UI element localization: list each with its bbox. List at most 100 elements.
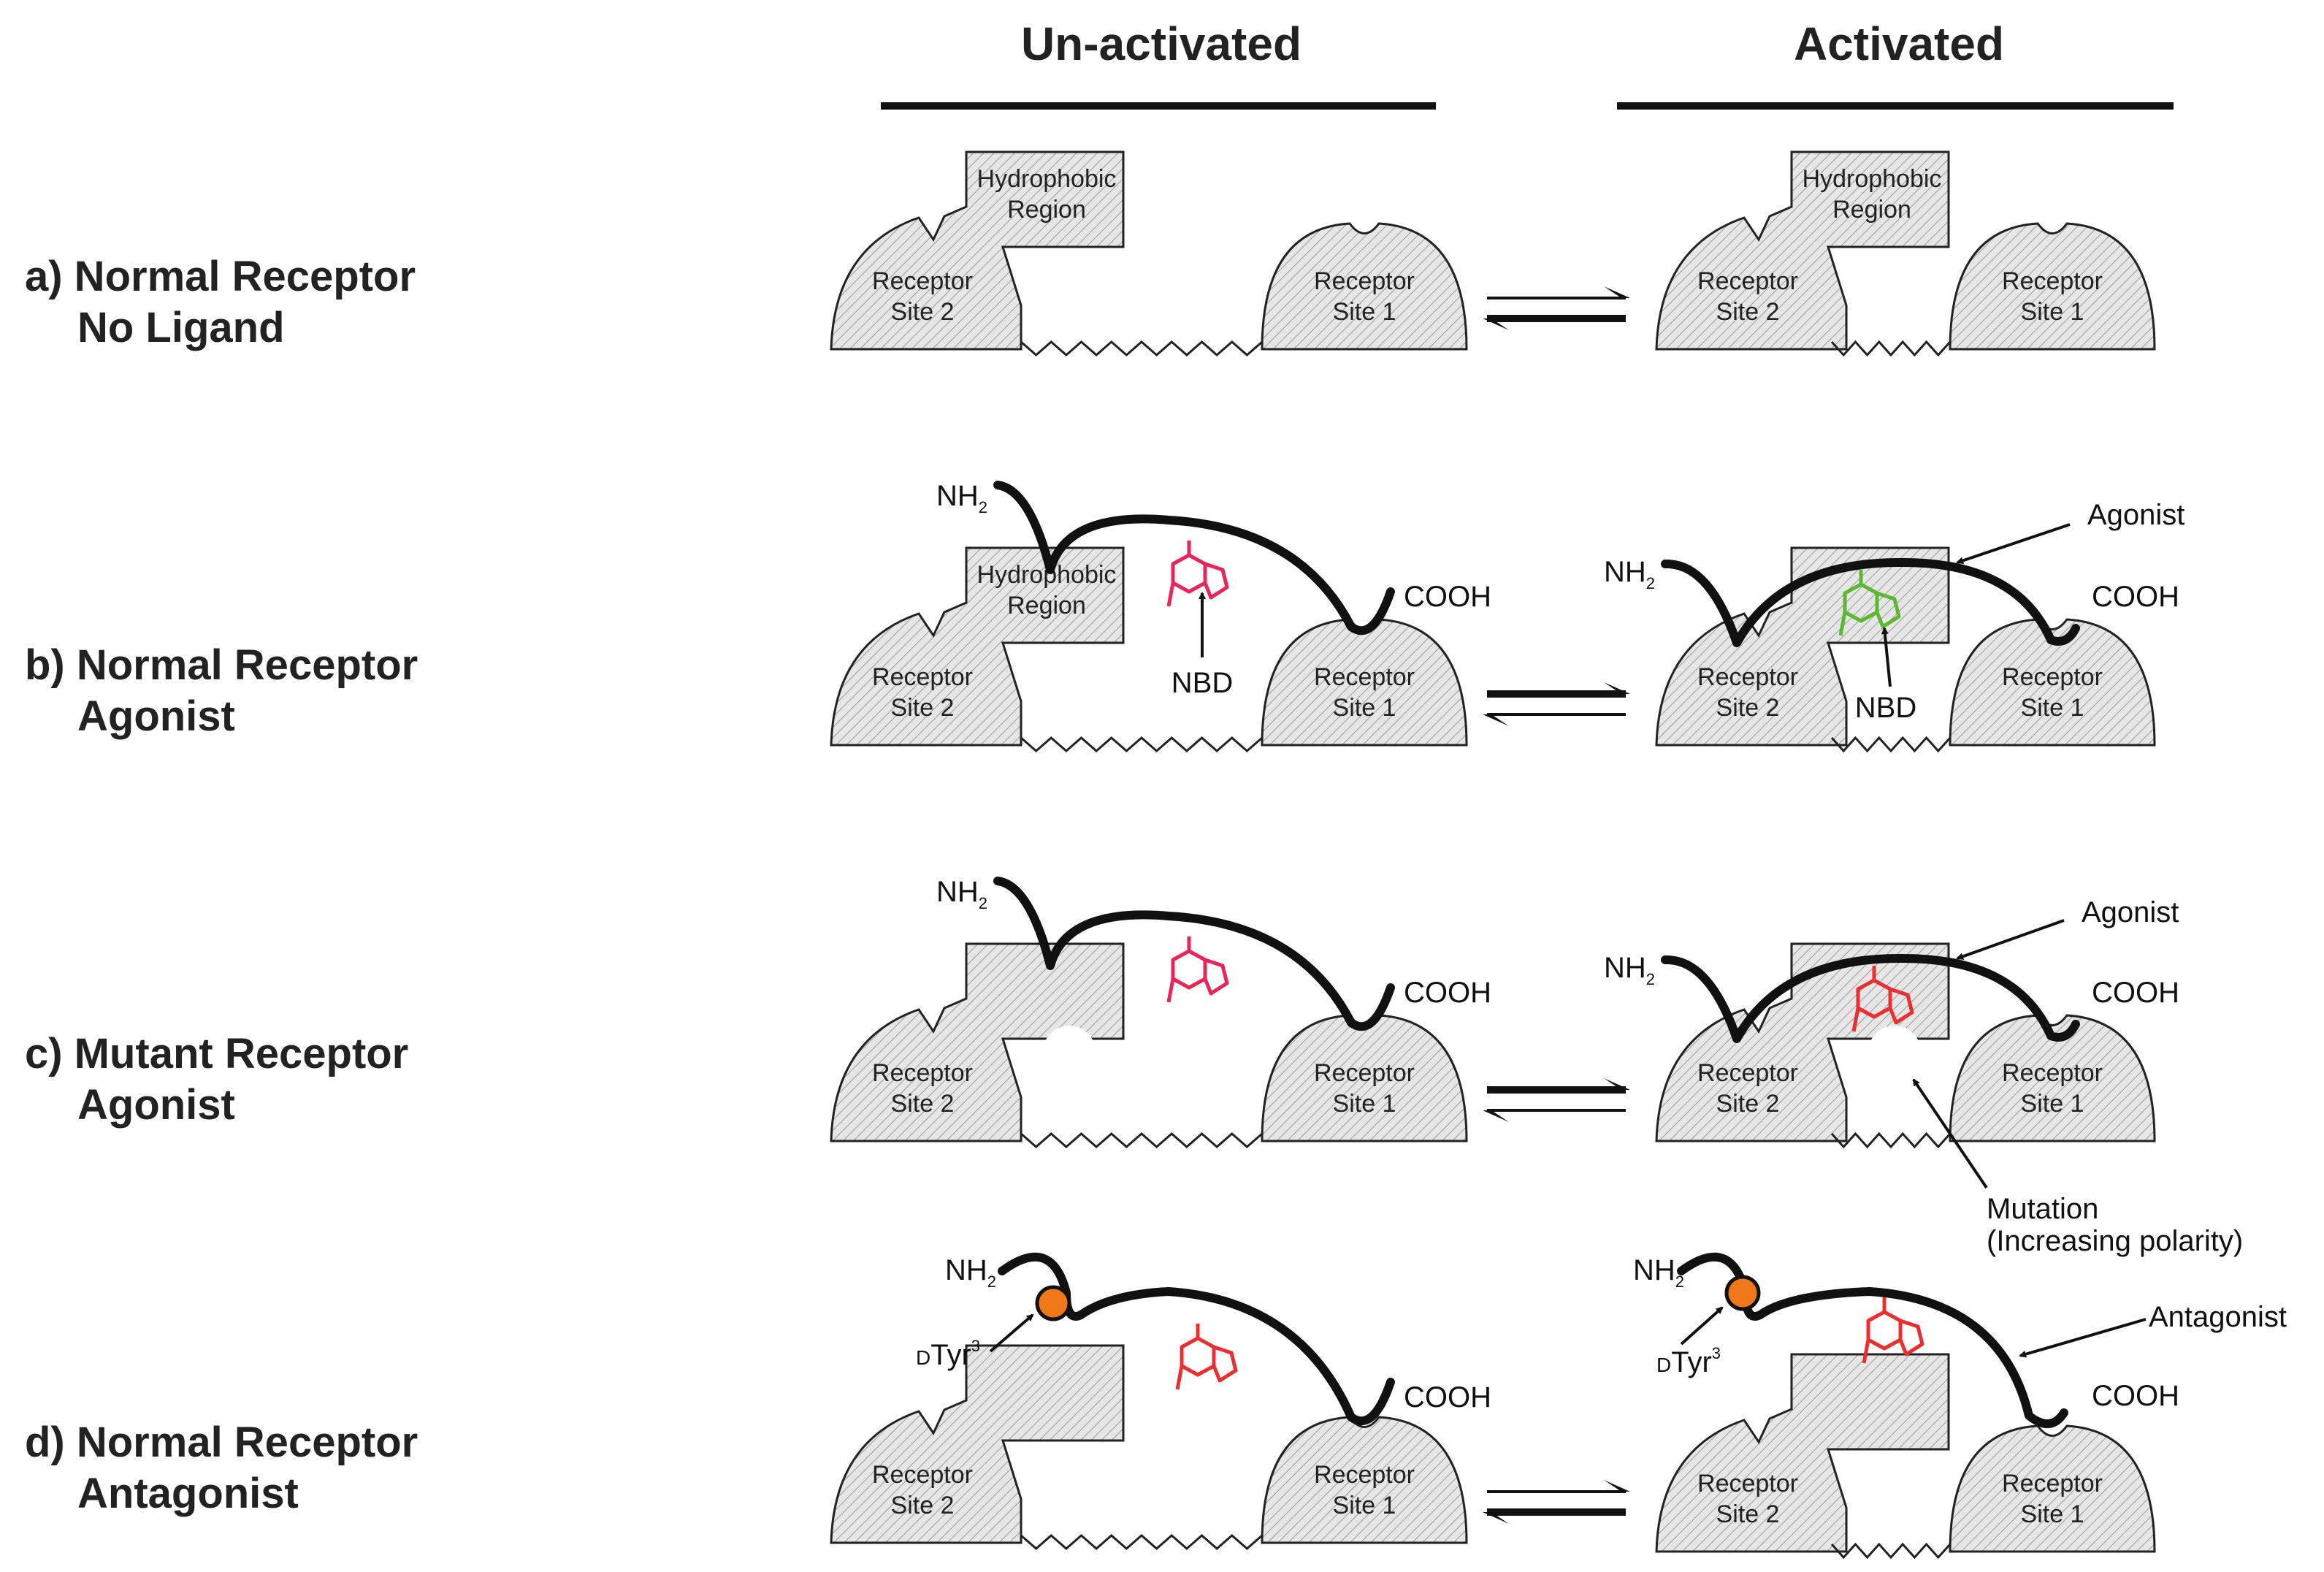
linker-spring xyxy=(1020,1132,1263,1148)
ligand-bond xyxy=(1851,1007,1860,1032)
receptor-site-1-label: Site 1 xyxy=(2021,1500,2084,1528)
receptor-site-2-label: Site 2 xyxy=(891,694,955,722)
row-label-c-line1: c) Mutant Receptor xyxy=(25,1030,408,1077)
receptor-site-2-label: Receptor xyxy=(1697,267,1798,295)
ligand-antagonist xyxy=(1862,1297,1924,1364)
receptor-site-2-label: Receptor xyxy=(872,1461,973,1489)
agonist-peptide-chain-bound xyxy=(1661,953,2080,1043)
receptor-site-2-shape xyxy=(1655,1353,1950,1553)
receptor-site-2-label: Receptor xyxy=(1697,1470,1798,1497)
ligand-antagonist xyxy=(1175,1324,1238,1390)
receptor-site-2-label: Site 2 xyxy=(891,298,955,326)
agonist-peptide-chain xyxy=(993,877,1395,1031)
equilibrium-arrows xyxy=(1483,1078,1630,1122)
equilibrium-arrows xyxy=(1483,286,1630,330)
receptor-site-2-label: Site 2 xyxy=(891,1090,955,1118)
nh2-label: NH2 xyxy=(1633,1254,1684,1291)
nh2-label: NH2 xyxy=(936,480,987,516)
receptor-site-2-shape xyxy=(830,546,1125,747)
ligand-ring-5 xyxy=(1203,562,1229,600)
dtyr-label: DTyr3 xyxy=(916,1337,980,1371)
receptor-site-1-label: Site 1 xyxy=(1333,298,1396,326)
nh2-label: NH2 xyxy=(936,876,987,912)
linker-spring xyxy=(1830,1132,1952,1149)
receptor-site-2-label: Receptor xyxy=(1697,1059,1798,1087)
receptor-site-1-label: Receptor xyxy=(1314,1059,1415,1087)
receptor-site-1-shape xyxy=(1949,1014,2156,1142)
equilibrium-arrows xyxy=(1483,1480,1630,1524)
receptor-site-2-label: Receptor xyxy=(872,267,973,295)
column-underline-unactivated xyxy=(881,102,1436,110)
cooh-label: COOH xyxy=(2092,1380,2179,1412)
forward-arrow-head xyxy=(1604,682,1630,694)
receptor-site-2-shape xyxy=(1655,942,1950,1142)
receptor-site-2-shape xyxy=(830,150,1125,351)
hydrophobic-region-label: Region xyxy=(1007,592,1086,619)
receptor-site-1-label: Receptor xyxy=(1314,1461,1415,1489)
receptor-site-1-label: Receptor xyxy=(1314,663,1415,691)
nbd-label: NBD xyxy=(1855,692,1916,724)
receptor-site-1-label: Receptor xyxy=(2002,267,2103,295)
nh2-label: NH2 xyxy=(1604,556,1655,592)
receptor-site-2-label: Site 2 xyxy=(1716,298,1780,326)
ligand-ring-6 xyxy=(1866,1310,1903,1351)
agonist-pointer xyxy=(1956,523,2071,565)
ligand-ring-6 xyxy=(1171,553,1207,594)
receptor-site-1-label: Site 1 xyxy=(2021,694,2084,722)
hydrophobic-region-label: Hydrophobic xyxy=(1803,165,1942,193)
column-header-unactivated: Un-activated xyxy=(1021,18,1301,70)
receptor-site-1-label: Site 1 xyxy=(2021,298,2084,326)
agonist-label: Agonist xyxy=(2082,896,2179,928)
cooh-label: COOH xyxy=(2092,581,2179,613)
cooh-label: COOH xyxy=(1404,581,1491,613)
receptor-site-1-label: Receptor xyxy=(1314,267,1415,295)
row-label-b-line1: b) Normal Receptor xyxy=(25,641,418,689)
cooh-label: COOH xyxy=(1404,977,1491,1009)
mutation-label: (Increasing polarity) xyxy=(1987,1225,2243,1257)
ligand-ring-5 xyxy=(1212,1345,1238,1383)
ligand-ring-6 xyxy=(1171,949,1207,990)
linker-spring xyxy=(1830,340,1952,357)
cooh-label: COOH xyxy=(2092,977,2179,1009)
hydrophobic-region-label: Hydrophobic xyxy=(977,165,1117,193)
ligand-unbound xyxy=(1166,541,1229,607)
ligand-bond xyxy=(1166,582,1175,607)
receptor-site-1-label: Receptor xyxy=(2002,1470,2103,1497)
mutation-pointer xyxy=(1912,1078,1988,1189)
agonist-peptide-chain-bound xyxy=(1661,557,2080,647)
ligand-bond xyxy=(1838,611,1847,636)
receptor-site-1-label: Site 1 xyxy=(1333,1090,1396,1118)
ligand-ring-5 xyxy=(1875,591,1901,629)
ligand-ring-5 xyxy=(1203,958,1229,996)
receptor-site-1-label: Site 1 xyxy=(1333,694,1396,722)
ligand-ring-5 xyxy=(1898,1319,1924,1357)
nbd-pointer xyxy=(1881,627,1892,687)
ligand-unbound xyxy=(1166,936,1229,1003)
ligand-ring-6 xyxy=(1180,1336,1216,1377)
receptor-site-1-shape xyxy=(1949,1424,2156,1553)
receptor-site-1-shape xyxy=(1261,222,1468,351)
ligand-bond xyxy=(1175,1365,1184,1390)
reverse-arrow-head xyxy=(1483,714,1509,726)
forward-arrow-head xyxy=(1604,1078,1630,1090)
ligand-bound-mutant xyxy=(1851,966,1914,1032)
receptor-site-2-label: Site 2 xyxy=(1716,694,1780,722)
linker-spring xyxy=(1020,736,1263,752)
reverse-arrow-head xyxy=(1483,1512,1509,1524)
receptor-site-1-label: Site 1 xyxy=(1333,1492,1396,1519)
